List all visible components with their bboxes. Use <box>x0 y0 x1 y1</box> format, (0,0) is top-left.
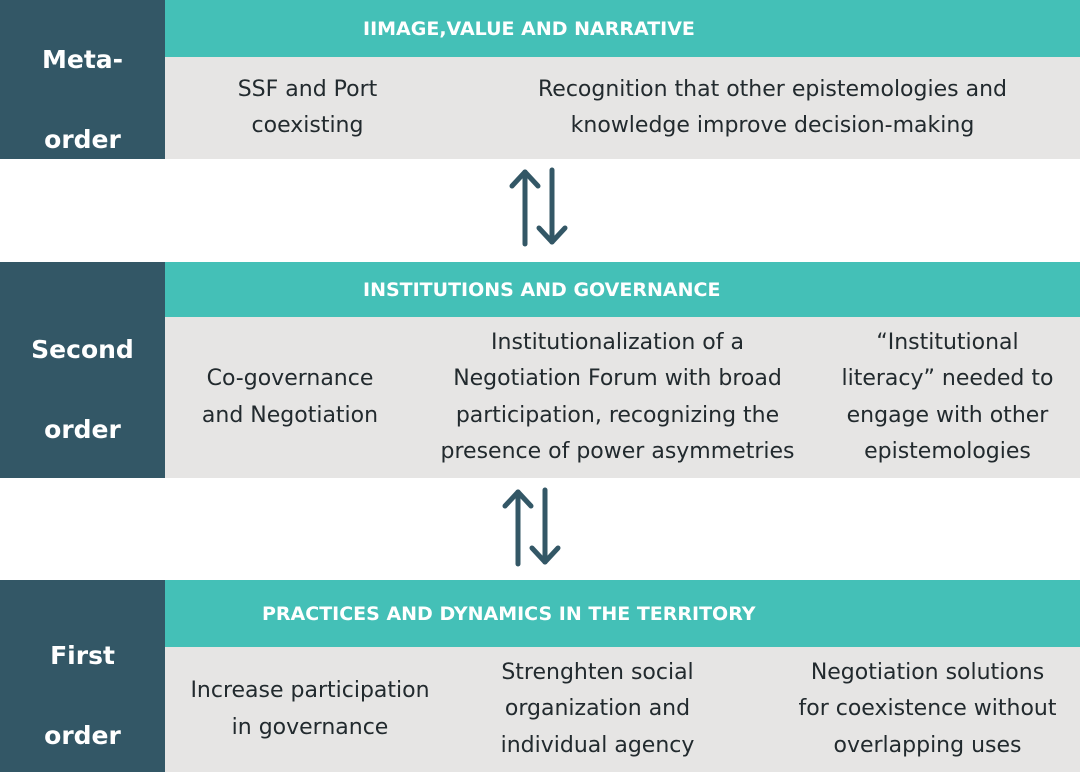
first-order-label-line2: order <box>44 721 121 750</box>
first-order-cell-1-line1: Increase participation <box>190 678 430 703</box>
second-order-label: Second order <box>0 262 165 478</box>
first-order-header: PRACTICES AND DYNAMICS IN THE TERRITORY <box>165 580 1080 647</box>
second-order-label-line1: Second <box>31 335 134 364</box>
second-order-cell-2: Institutionalization of a Negotiation Fo… <box>420 317 815 478</box>
meta-order-cell-2-line1: Recognition that other epistemologies an… <box>538 76 1007 102</box>
meta-order-label-line2: order <box>44 124 121 154</box>
meta-order-cell-1: SSF and Port coexisting <box>185 57 430 159</box>
second-order-cell-2-line2: Negotiation Forum with broad <box>453 366 782 391</box>
second-order-cell-2-line3: participation, recognizing the <box>455 402 780 428</box>
second-order-header: INSTITUTIONS AND GOVERNANCE <box>165 262 1080 317</box>
second-order-cell-3-line1: “Institutional <box>876 329 1019 355</box>
bidirectional-arrows-icon <box>509 167 568 247</box>
first-order-cell-3-line1: Negotiation solutions <box>810 659 1045 685</box>
meta-order-band: Meta- order IIMAGE,VALUE AND NARRATIVE S… <box>0 0 1080 159</box>
first-order-cell-2-line3: individual agency <box>500 732 695 758</box>
meta-order-content: SSF and Port coexisting Recognition that… <box>165 57 1080 159</box>
meta-order-cell-1-line2: coexisting <box>251 113 364 138</box>
second-order-label-line2: order <box>44 415 121 444</box>
second-order-cell-1-line2: and Negotiation <box>201 402 379 428</box>
first-order-cell-2-line2: organization and <box>504 696 691 722</box>
second-order-cell-3: “Institutional literacy” needed to engag… <box>825 317 1070 478</box>
second-order-header-text: INSTITUTIONS AND GOVERNANCE <box>363 278 721 301</box>
second-order-cell-1: Co-governance and Negotiation <box>180 317 400 478</box>
second-order-cell-1-line1: Co-governance <box>206 366 374 391</box>
second-order-cell-2-line4: presence of power asymmetries <box>440 439 795 464</box>
first-order-cell-2-line1: Strenghten social <box>501 659 694 685</box>
second-order-band: Second order INSTITUTIONS AND GOVERNANCE… <box>0 262 1080 478</box>
meta-order-header: IIMAGE,VALUE AND NARRATIVE <box>165 0 1080 57</box>
first-order-cell-1: Increase participation in governance <box>170 647 450 772</box>
second-order-cell-2-line1: Institutionalization of a <box>491 329 744 355</box>
meta-order-header-text: IIMAGE,VALUE AND NARRATIVE <box>363 17 695 40</box>
first-order-cell-2: Strenghten social organization and indiv… <box>470 647 725 772</box>
first-order-label: First order <box>0 580 165 772</box>
first-order-cell-3-line2: for coexistence without <box>798 696 1057 722</box>
second-order-cell-3-line3: engage with other <box>846 402 1049 428</box>
first-order-label-line1: First <box>50 641 115 670</box>
second-order-content: Co-governance and Negotiation Institutio… <box>165 317 1080 478</box>
meta-order-cell-1-line1: SSF and Port <box>237 76 378 102</box>
meta-order-label-line1: Meta- <box>41 44 124 74</box>
first-order-cell-3-line3: overlapping uses <box>833 732 1022 758</box>
first-order-cell-1-line2: in governance <box>231 714 389 740</box>
first-order-header-text: PRACTICES AND DYNAMICS IN THE TERRITORY <box>262 602 756 625</box>
first-order-cell-3: Negotiation solutions for coexistence wi… <box>780 647 1075 772</box>
bidirectional-arrows-icon-2 <box>502 487 561 567</box>
meta-order-label: Meta- order <box>0 0 165 159</box>
meta-order-cell-2-line2: knowledge improve decision-making <box>570 113 975 138</box>
second-order-cell-3-line2: literacy” needed to <box>841 366 1054 391</box>
meta-order-cell-2: Recognition that other epistemologies an… <box>495 57 1050 159</box>
first-order-band: First order PRACTICES AND DYNAMICS IN TH… <box>0 580 1080 772</box>
second-order-cell-3-line4: epistemologies <box>864 439 1031 464</box>
first-order-content: Increase participation in governance Str… <box>165 647 1080 772</box>
